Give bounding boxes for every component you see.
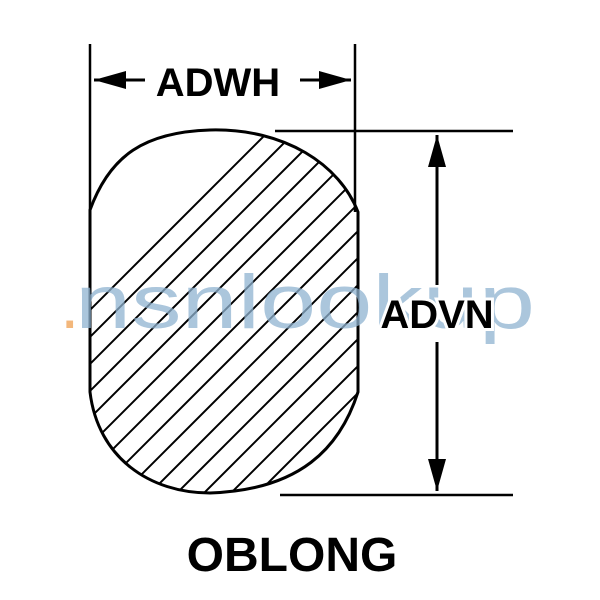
hatch-line: [90, 129, 358, 493]
oblong-outline: [88, 128, 360, 495]
hatch-line: [90, 129, 358, 493]
hatch-line: [90, 129, 358, 493]
hatch-line: [90, 129, 358, 493]
watermark-text: nsnlookup: [75, 260, 535, 345]
hatch-line: [583, 0, 600, 600]
watermark-accent-dot: .: [60, 265, 79, 343]
hatch-line: [90, 129, 358, 493]
height-arrowhead-top: [428, 135, 446, 167]
watermark: . nsnlookup: [60, 260, 535, 345]
hatch-line: [90, 129, 358, 493]
shape-caption: OBLONG: [187, 529, 398, 582]
hatch-line: [90, 129, 358, 493]
hatch-line: [90, 129, 358, 493]
hatch-line: [90, 129, 358, 493]
height-dimension-label: ADVN: [380, 293, 493, 337]
width-arrowhead-left: [94, 71, 126, 89]
hatch-line: [556, 0, 600, 600]
hatch-line: [529, 0, 600, 600]
width-arrowhead-right: [319, 71, 351, 89]
width-dimension-label: ADWH: [156, 61, 280, 105]
height-arrowhead-bottom: [428, 459, 446, 491]
